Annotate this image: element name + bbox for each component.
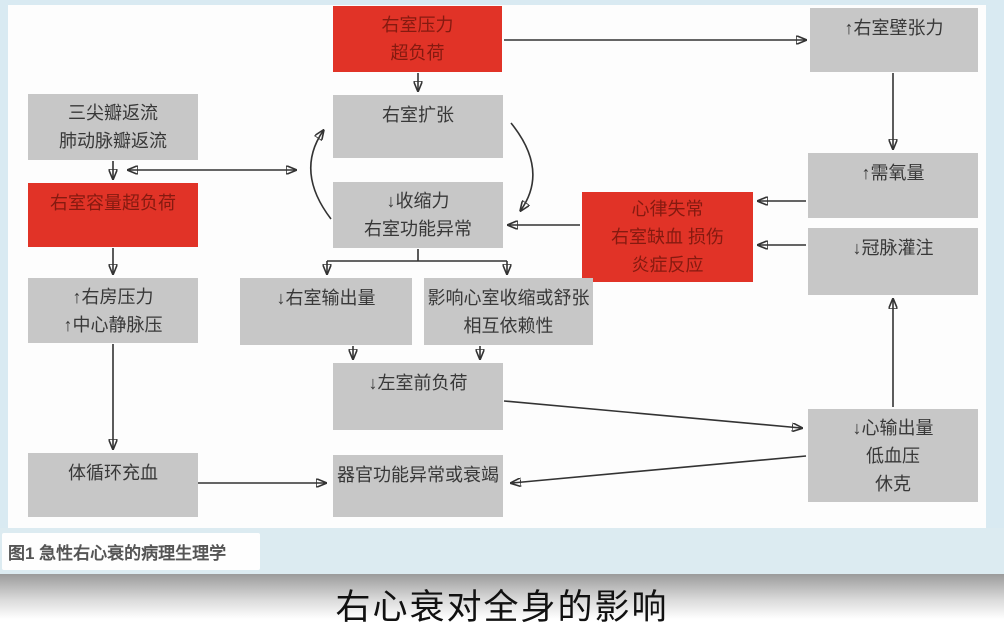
node-oxygen-demand: ↑需氧量 <box>808 153 978 218</box>
node-tricuspid-pulmonary-regurgitation: 三尖瓣返流 肺动脉瓣返流 <box>28 94 198 160</box>
node-line: 心律失常 <box>631 199 704 219</box>
node-ra-pressure-cvp: ↑右房压力 ↑中心静脉压 <box>28 278 198 343</box>
node-line: 右室缺血 损伤 <box>610 227 724 247</box>
title-gradient-band <box>0 574 1004 630</box>
node-line: ↓冠脉灌注 <box>852 238 934 258</box>
arrow-lvpreload-to-cardiacoutput <box>503 400 801 428</box>
node-line: ↑需氧量 <box>861 163 925 183</box>
node-contractility-rv-dysfunction: ↓收缩力 右室功能异常 <box>333 182 503 248</box>
node-rv-volume-overload: 右室容量超负荷 <box>28 183 198 247</box>
node-arrhythmia-ischemia-inflammation: 心律失常 右室缺血 损伤 炎症反应 <box>582 192 753 282</box>
node-line: ↓左室前负荷 <box>368 373 468 393</box>
node-line: ↑中心静脉压 <box>63 314 163 335</box>
node-systemic-congestion: 体循环充血 <box>28 453 198 517</box>
figure-caption-box: 图1 急性右心衰的病理生理学 <box>2 533 260 570</box>
node-line: 休克 <box>875 473 911 494</box>
node-lv-preload: ↓左室前负荷 <box>333 363 503 430</box>
arrow-branch-connector <box>327 249 507 262</box>
node-line: 肺动脉瓣返流 <box>59 131 167 151</box>
node-line: 右室压力 <box>381 15 454 35</box>
node-line: 三尖瓣返流 <box>68 103 158 123</box>
node-line: 影响心室收缩或舒张 <box>427 287 590 308</box>
node-line: ↓右室输出量 <box>276 288 376 308</box>
panel-frame-left <box>0 0 8 528</box>
node-line: 相互依赖性 <box>463 315 554 336</box>
panel-frame-right <box>986 0 1004 528</box>
node-line: 体循环充血 <box>68 463 158 483</box>
node-ventricular-interdependence: 影响心室收缩或舒张 相互依赖性 <box>424 278 593 345</box>
node-line: ↓收缩力 <box>386 191 450 211</box>
node-line: 右室功能异常 <box>364 219 472 239</box>
arrow-cycle-left-arc <box>309 131 332 220</box>
node-cardiac-output-hypotension-shock: ↓心输出量 低血压 休克 <box>808 409 978 502</box>
node-rv-pressure-overload: 右室压力 超负荷 <box>333 6 502 72</box>
node-line: 超负荷 <box>390 43 445 63</box>
node-line: ↑右室壁张力 <box>844 18 944 38</box>
node-line: 右室容量超负荷 <box>50 193 176 213</box>
flow-arrows-layer <box>0 0 1004 528</box>
node-organ-dysfunction-failure: 器官功能异常或衰竭 <box>333 455 503 517</box>
node-line: ↑右房压力 <box>72 286 154 307</box>
page-title: 右心衰对全身的影响 <box>335 588 669 627</box>
arrow-cardiacoutput-to-organfailure <box>512 455 807 483</box>
node-line: 炎症反应 <box>631 255 704 275</box>
node-line: 低血压 <box>866 445 920 466</box>
node-line: ↓心输出量 <box>852 417 934 438</box>
node-line: 器官功能异常或衰竭 <box>337 465 499 485</box>
figure-caption: 图1 急性右心衰的病理生理学 <box>8 544 227 563</box>
node-rv-output: ↓右室输出量 <box>240 278 412 345</box>
panel-frame-top <box>0 0 1004 5</box>
arrow-cycle-right-arc <box>510 122 534 210</box>
node-line: 右室扩张 <box>382 105 454 125</box>
node-coronary-perfusion: ↓冠脉灌注 <box>808 228 978 295</box>
node-rv-wall-tension: ↑右室壁张力 <box>810 8 978 72</box>
node-rv-dilation: 右室扩张 <box>333 95 503 158</box>
